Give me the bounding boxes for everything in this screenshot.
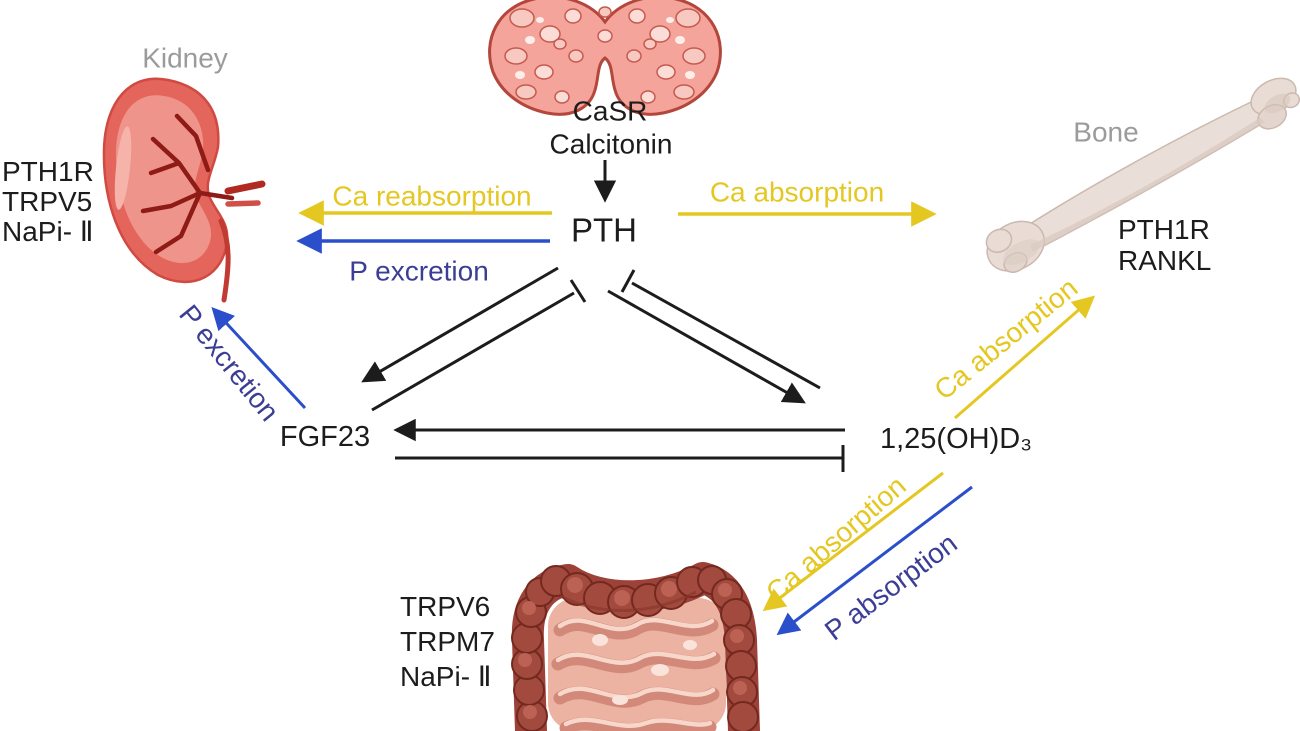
bone-illustration [985, 77, 1300, 273]
intestine-receptor: TRPM7 [400, 626, 495, 657]
inhibit-vitd-to-pth-bar [620, 269, 636, 293]
flow-ca-reabsorption-label: Ca reabsorption [332, 180, 532, 212]
inhibit-vitd-to-pth [631, 281, 821, 390]
node-casr: CaSR [572, 95, 648, 127]
flow-ca-absorption-bone-label: Ca absorption [709, 176, 885, 208]
bone-receptor: RANKL [1118, 245, 1212, 276]
inhibit-fgf23-to-pth [371, 291, 575, 412]
intestine-receptor: NaPi- Ⅱ [400, 661, 492, 692]
arrow-ca-absorption-bone-diag [954, 295, 1096, 420]
kidney-receptor: PTH1R [2, 156, 94, 187]
kidney-title: Kidney [142, 42, 228, 74]
kidney-receptor-list: PTH1R TRPV5 NaPi- Ⅱ [2, 157, 94, 247]
flow-p-excretion-label: P excretion [349, 255, 489, 287]
inhibit-fgf23-to-pth-bar [569, 279, 587, 303]
phosphate-arrows [211, 228, 973, 636]
kidney-receptor: TRPV5 [2, 186, 93, 217]
bone-title: Bone [1073, 116, 1139, 148]
node-fgf23: FGF23 [279, 420, 371, 453]
intestine-receptor-list: TRPV6 TRPM7 NaPi- Ⅱ [400, 589, 495, 694]
node-pth: PTH [571, 211, 637, 249]
thyroid-illustration [488, 0, 722, 116]
node-calcitonin: Calcitonin [549, 128, 673, 160]
arrow-pth-to-vitd [607, 289, 806, 404]
arrow-p-absorption-gut [776, 485, 973, 636]
kidney-receptor: NaPi- Ⅱ [2, 216, 94, 247]
bone-receptor-list: PTH1R RANKL [1118, 214, 1211, 276]
calcium-arrows [298, 200, 1096, 612]
arrow-pth-to-fgf23 [361, 266, 559, 383]
arrow-ca-absorption-gut [762, 471, 944, 612]
node-vitd: 1,25(OH)D₃ [879, 422, 1033, 455]
bone-receptor: PTH1R [1118, 214, 1210, 245]
arrow-p-excretion-fgf23-kidney [211, 307, 307, 410]
regulation-arrows [361, 160, 845, 472]
kidney-illustration [102, 77, 266, 303]
intestine-receptor: TRPV6 [400, 591, 491, 622]
intestine-illustration [511, 562, 760, 731]
